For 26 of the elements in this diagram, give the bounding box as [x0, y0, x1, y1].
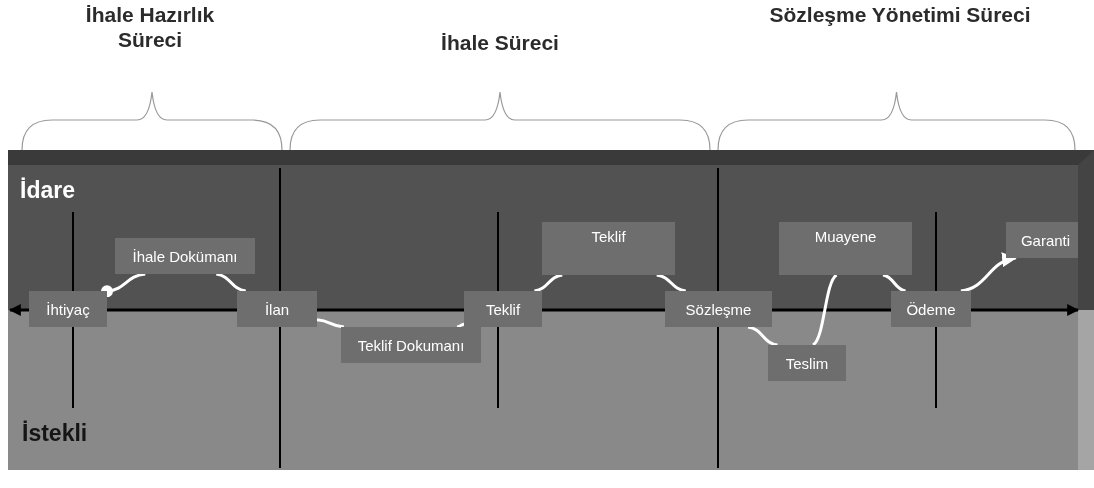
flow-curve: [747, 325, 778, 347]
process-box: İlan: [237, 291, 317, 327]
phase-title: Sözleşme Yönetimi Süreci: [769, 3, 1031, 26]
process-box: Teklif: [542, 222, 675, 275]
process-box: Teklif: [464, 291, 542, 327]
process-box: Teklif Dokumanı: [341, 327, 481, 363]
flow-curve: [456, 322, 465, 329]
process-box: Garanti: [1006, 222, 1078, 258]
process-box: Ödeme: [891, 291, 971, 327]
flow-curve: [534, 273, 563, 293]
flow-curve: [101, 272, 146, 298]
process-box: Sözleşme: [665, 291, 772, 327]
phase-title: İhale Süreci: [441, 31, 559, 54]
process-box: Teslim: [768, 345, 846, 381]
flow-curve: [960, 253, 1018, 293]
process-box: İhtiyaç: [29, 291, 107, 327]
lane-label: İdare: [20, 177, 75, 204]
flow-curve: [656, 273, 687, 293]
process-box: Muayene: [779, 222, 912, 275]
flow-curve: [316, 318, 345, 329]
process-box: İhale Dokümanı: [115, 238, 255, 274]
flow-curve: [215, 272, 247, 293]
lane-label: İstekli: [22, 420, 88, 447]
phase-title: İhale Hazırlık Süreci: [85, 3, 215, 51]
flow-curve: [812, 273, 838, 347]
flow-curve: [882, 273, 906, 293]
